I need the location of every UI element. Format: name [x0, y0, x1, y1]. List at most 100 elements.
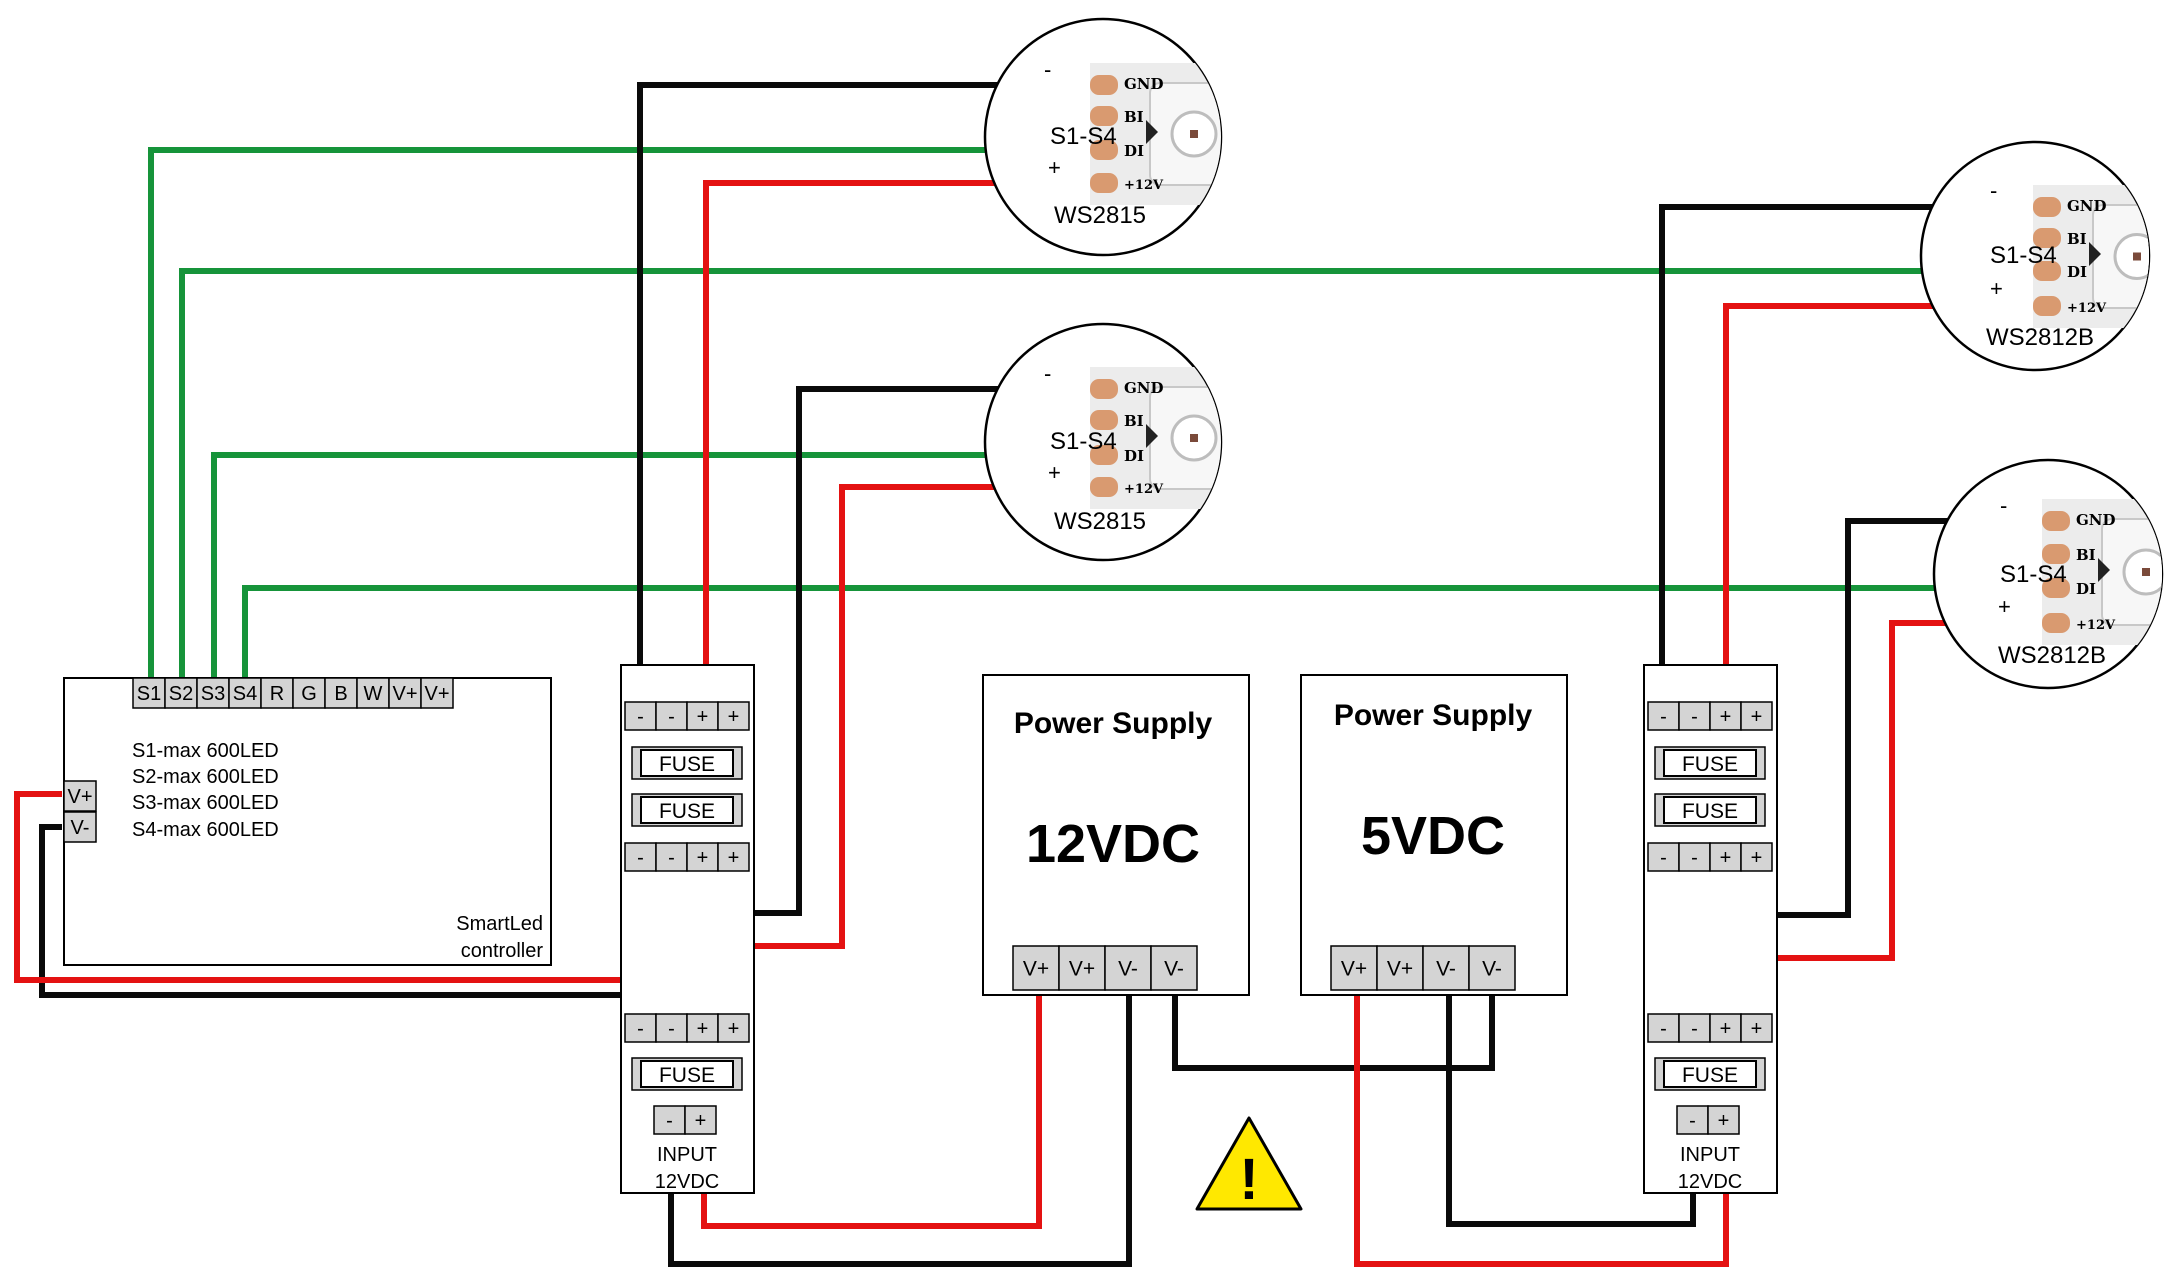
fuse-box-left-terminal-r2-0-cell [624, 1013, 657, 1043]
psu-5v-voltage: 5VDC [1361, 806, 1505, 866]
pos-wire-12v-psu [701, 990, 1042, 1229]
fuse-box-right-terminal-r2-3-cell [1740, 1013, 1773, 1043]
wire-label-signal: S1-S4 [1990, 242, 2057, 269]
solder-pad-3 [1090, 477, 1118, 497]
controller-name-line1: SmartLed [456, 913, 543, 935]
controller-pin-r-4: R [260, 677, 294, 709]
wire-label-negative: - [1044, 57, 1051, 82]
fuse-box-left-terminal-r0-0: - [624, 701, 657, 731]
strip-model-label: WS2812B [1998, 642, 2106, 669]
fuse-box-right-terminal-r2-1-label: - [1691, 1018, 1698, 1040]
warning-glyph: ! [1239, 1147, 1258, 1212]
psu-5v-terminals-0-Vplus-cell [1330, 945, 1378, 991]
fuse-box-right-fuse-2: FUSE [1654, 1057, 1766, 1091]
pos-wire-5v-psu [1354, 990, 1729, 1267]
fuse-box-left-fuse-0: FUSE [631, 746, 743, 780]
controller-pin-s3-2-label: S3 [201, 683, 225, 705]
fuse-box-left-terminal-r1-2: + [686, 842, 719, 872]
controller-pin-w-7-cell [356, 677, 390, 709]
controller-pin-vplus-8-cell [388, 677, 422, 709]
fuse-box-left-terminal-r2-1-cell [655, 1013, 688, 1043]
solder-pad-2 [1090, 445, 1118, 465]
wire-label-positive: + [1990, 276, 2003, 301]
wire-label-positive: + [1048, 155, 1061, 180]
controller-pin-s1-0-label: S1 [137, 683, 161, 705]
neg-wire-strip1 [637, 82, 1098, 702]
fuse-box-right-terminal-r0-0-label: - [1660, 706, 1667, 728]
fuse-box-right-terminal-r1-1-label: - [1691, 847, 1698, 869]
fuse-box-right-input-pos: + [1707, 1105, 1740, 1135]
fuse-box-left-terminal-r2-2-label: + [697, 1018, 709, 1040]
controller-power-pin-vplus: V+ [63, 780, 97, 812]
fuse-cartridge [1663, 1060, 1757, 1088]
wire-label-signal: S1-S4 [1050, 123, 1117, 150]
controller-power-pin-vplus-label: V+ [67, 786, 92, 808]
neg-wire-5v-psu [1446, 990, 1696, 1227]
psu-12v-terminals-2-Vminus-label: V- [1118, 958, 1138, 981]
psu-5v-body [1300, 674, 1568, 996]
fuse-box-right-terminal-r1-3-cell [1740, 842, 1773, 872]
controller-power-pin-vminus-label: V- [71, 817, 90, 839]
data-direction-arrow-icon [2089, 242, 2101, 266]
controller-pin-w-7: W [356, 677, 390, 709]
controller-pin-b-6-label: B [334, 683, 347, 705]
pad-label-3: +12V [2067, 301, 2107, 316]
fuse-box-right-terminal-r2-1: - [1678, 1013, 1711, 1043]
pad-label-1: BI [2076, 546, 2096, 564]
fuse-box-right-input-neg-label: - [1689, 1110, 1696, 1132]
controller-pin-g-5-label: G [301, 683, 317, 705]
psu-12v-title: Power Supply [1014, 707, 1213, 740]
solder-pad-0 [1090, 75, 1118, 95]
data-direction-arrow-icon [1146, 424, 1158, 448]
fuse-label: FUSE [1682, 800, 1738, 823]
fuse-box-right-input-neg: - [1676, 1105, 1709, 1135]
pad-label-0: GND [2076, 511, 2116, 529]
psu-12v-terminals-1-Vplus-cell [1058, 945, 1106, 991]
signal-wire-s4 [242, 585, 2042, 693]
fuse-box-right-terminal-r1-1: - [1678, 842, 1711, 872]
fuse-box-right-terminal-r0-2: + [1709, 701, 1742, 731]
pad-label-1: BI [1124, 108, 1144, 126]
fuse-box-left-terminal-r1-3-label: + [728, 847, 740, 869]
fuse-box-left-fuse-1: FUSE [631, 793, 743, 827]
fuse-cartridge [1663, 796, 1757, 824]
fuse-box-left-input-pos-cell [684, 1105, 717, 1135]
fuse-box-right-terminal-r2-3: + [1740, 1013, 1773, 1043]
controller-pin-vplus-9-cell [420, 677, 454, 709]
pos-wire-strip3 [1723, 303, 2032, 702]
fuse-box-right-fuse-1: FUSE [1654, 793, 1766, 827]
fuse-box-right-terminal-r1-0: - [1647, 842, 1680, 872]
power-supply-12v: Power Supply 12VDC V+V+V-V- [982, 674, 1250, 996]
fuse-box-right-input-pos-cell [1707, 1105, 1740, 1135]
controller-power-pins: V+ V- [63, 780, 97, 843]
controller-pin-vplus-9: V+ [420, 677, 454, 709]
fuse-label: FUSE [1682, 753, 1738, 776]
fuse-box-right-input-pos-label: + [1718, 1110, 1730, 1132]
fuse-box-left-terminal-r0-0-label: - [637, 706, 644, 728]
fuse-box-right-terminal-r0-2-cell [1709, 701, 1742, 731]
pad-label-0: GND [2067, 197, 2107, 215]
fuse-box-left-terminal-r1-0: - [624, 842, 657, 872]
fuse-box-right-terminal-r0-1-label: - [1691, 706, 1698, 728]
fuse-box-left-fuse-2: FUSE [631, 1057, 743, 1091]
psu-12v-terminals-2-Vminus: V- [1104, 945, 1152, 991]
pad-label-3: +12V [1124, 482, 1164, 497]
psu-5v-terminals-2-Vminus: V- [1422, 945, 1470, 991]
fuse-box-left-input-neg-cell [653, 1105, 686, 1135]
pos-wire-strip1 [703, 180, 1098, 702]
psu-5v-terminals-2-Vminus-label: V- [1436, 958, 1456, 981]
controller-pin-s4-3-label: S4 [233, 683, 257, 705]
psu-12v-body [982, 674, 1250, 996]
data-direction-arrow-icon [2098, 558, 2110, 582]
fuse-box-right-terminal-r2-3-label: + [1751, 1018, 1763, 1040]
fuse-box-left-terminal-r1-1: - [655, 842, 688, 872]
pad-label-2: DI [2076, 580, 2096, 598]
controller-pin-s2-1: S2 [164, 677, 198, 709]
controller-pin-s2-1-label: S2 [169, 683, 193, 705]
psu-5v-terminals-3-Vminus-label: V- [1482, 958, 1502, 981]
